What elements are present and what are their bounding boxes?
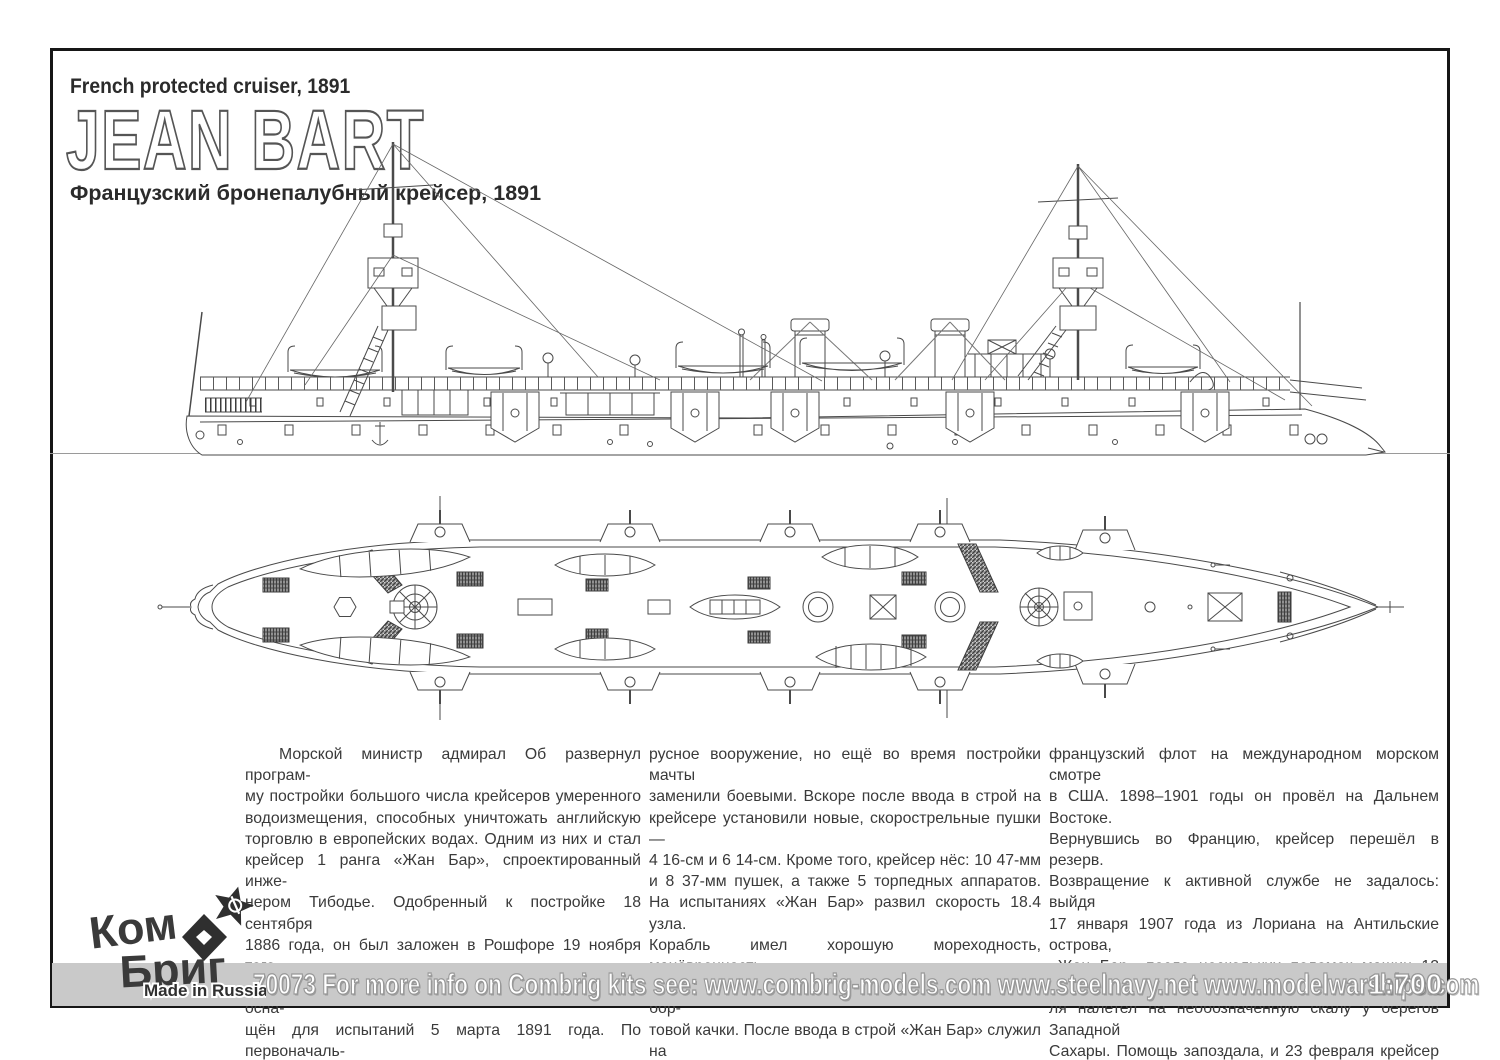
plan-boats	[298, 544, 1084, 671]
sickle-icon	[228, 898, 243, 913]
subtitle-russian: Французский бронепалубный крейсер, 1891	[70, 181, 542, 205]
centerline-fittings	[333, 591, 1243, 622]
portholes	[195, 430, 1118, 450]
plan-sponsons	[409, 510, 1136, 704]
main-mast	[245, 142, 823, 417]
deckhouses	[396, 339, 1047, 416]
hammer-icon	[230, 895, 241, 915]
ship-title: JEAN BART	[65, 93, 426, 187]
fore-mast	[951, 164, 1313, 407]
deck-railing	[200, 376, 1367, 401]
kit-number: 70073	[252, 968, 316, 1001]
article-col-2: русное вооружение, но ещё во время постр…	[649, 746, 1041, 1060]
subtitle-english: French protected cruiser, 1891	[70, 75, 351, 98]
gun-sponsons	[490, 391, 1230, 443]
main-mast-rigging	[245, 143, 823, 403]
star-icon	[215, 886, 254, 926]
stern-scallop	[190, 584, 214, 630]
logo-word-1: Ком	[86, 897, 179, 958]
footer-info-line: 70073 For more info on Combrig kits see:…	[252, 968, 1480, 1003]
ships-boats	[287, 337, 1201, 378]
deck-plan-drawing	[157, 496, 1404, 720]
made-in-russia-label: Made in Russia	[144, 981, 266, 1000]
footer-bar	[52, 963, 1447, 1006]
fore-mast-top-view	[1019, 587, 1059, 627]
logo-word-2: Бриг	[118, 941, 227, 997]
article-col-1: Морской министр адмирал Об развернул про…	[245, 746, 641, 1060]
article-col-3: французский флот на международном морско…	[1049, 746, 1439, 1060]
footer-info-text: For more info on Combrig kits see: www.c…	[322, 968, 1480, 1001]
bow-details	[1189, 302, 1385, 453]
diamond-hole	[196, 930, 212, 945]
scale-label: 1:700	[1367, 968, 1442, 1001]
side-elevation-drawing	[50, 142, 1450, 456]
combrig-logo: Ком Бриг Made in Russia	[86, 886, 266, 1002]
deck-gratings	[262, 571, 1292, 649]
plan-bow-details	[1210, 562, 1377, 652]
page-border-frame	[50, 48, 1450, 1008]
funnels	[738, 318, 1006, 381]
stern-spar-tip	[157, 604, 163, 610]
fore-mast-rigging	[951, 165, 1313, 407]
stern-details	[188, 311, 389, 446]
